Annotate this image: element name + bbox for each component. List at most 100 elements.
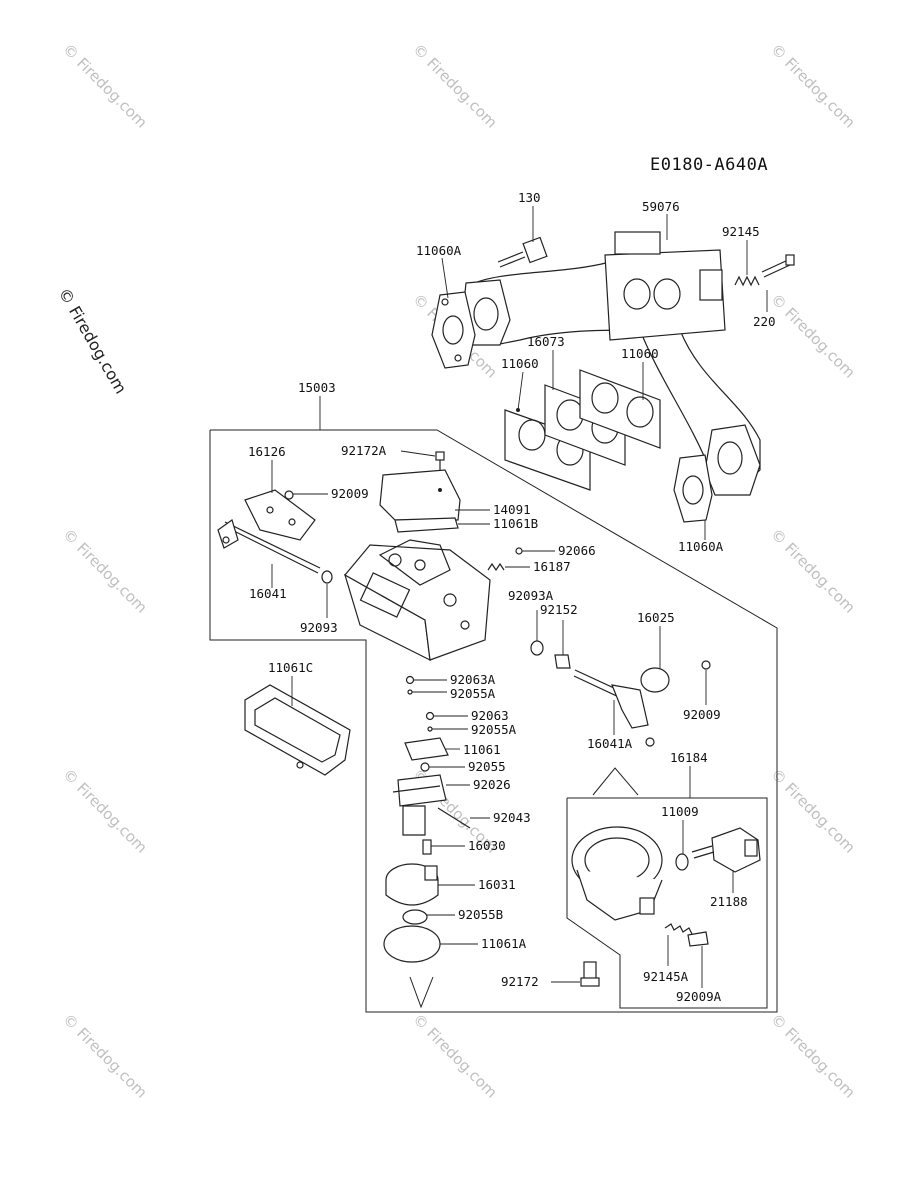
watermark: © Firedog.com xyxy=(59,525,151,617)
bushing-92152 xyxy=(554,654,571,669)
watermark-dark: © Firedog.com xyxy=(55,285,131,398)
label-11009: 11009 xyxy=(661,804,699,819)
float-group-pointer xyxy=(409,976,434,1009)
bowl-16184 xyxy=(571,826,663,921)
plate-16126 xyxy=(244,489,316,541)
assembly-frames xyxy=(209,429,778,1013)
label-16041: 16041 xyxy=(249,586,287,601)
carburetor-body xyxy=(343,539,491,662)
bowl-pointer xyxy=(592,767,639,796)
screw-92009-right xyxy=(701,660,711,670)
label-16073: 16073 xyxy=(527,334,565,349)
watermark: © Firedog.com xyxy=(767,290,859,382)
label-92026: 92026 xyxy=(473,777,511,792)
label-92009-right: 92009 xyxy=(683,707,721,722)
diagram-code: E0180-A640A xyxy=(650,155,768,175)
shaft-16041 xyxy=(217,519,321,574)
screw-16187 xyxy=(487,562,505,572)
label-92063A: 92063A xyxy=(450,672,496,687)
screw-92009A xyxy=(687,931,709,947)
label-11060-right: 11060 xyxy=(621,346,659,361)
gasket-11061A xyxy=(383,925,441,963)
label-220: 220 xyxy=(753,314,776,329)
seal-92093A xyxy=(530,640,544,656)
label-92172: 92172 xyxy=(501,974,539,989)
label-11060-left: 11060 xyxy=(501,356,539,371)
label-92093A: 92093A xyxy=(508,588,554,603)
label-92009-top: 92009 xyxy=(331,486,369,501)
oring-92055A-1 xyxy=(407,689,413,695)
label-16041A: 16041A xyxy=(587,736,633,751)
label-92055A-2: 92055A xyxy=(471,722,517,737)
label-16126: 16126 xyxy=(248,444,286,459)
part-labels: 130 59076 92145 11060A 220 16073 11060 1… xyxy=(248,190,776,1004)
label-16184: 16184 xyxy=(670,750,708,765)
watermark: © Firedog.com xyxy=(767,525,859,617)
bolt-92172 xyxy=(580,961,600,987)
watermark: © Firedog.com xyxy=(767,765,859,857)
oring-92055A-2 xyxy=(427,726,433,732)
label-11060A-bottom: 11060A xyxy=(678,539,724,554)
gasket-11060A-bottom xyxy=(673,454,713,523)
choke-plate-16025 xyxy=(640,667,670,693)
label-21188: 21188 xyxy=(710,894,748,909)
label-92055: 92055 xyxy=(468,759,506,774)
label-11061C: 11061C xyxy=(268,660,313,675)
spring-92145A xyxy=(664,923,693,935)
label-11061B: 11061B xyxy=(493,516,538,531)
needle-92043 xyxy=(437,807,471,829)
bracket-14091 xyxy=(379,469,461,521)
label-92145A: 92145A xyxy=(643,969,689,984)
oring-11009 xyxy=(675,853,689,871)
stud-220 xyxy=(761,254,795,278)
label-130: 130 xyxy=(518,190,541,205)
label-92055B: 92055B xyxy=(458,907,503,922)
label-92043: 92043 xyxy=(493,810,531,825)
oring-92066 xyxy=(515,547,523,555)
label-92172A: 92172A xyxy=(341,443,387,458)
label-11060A-top: 11060A xyxy=(416,243,462,258)
gasket-11061B xyxy=(394,517,459,533)
watermark: © Firedog.com xyxy=(409,40,501,132)
jet-92063 xyxy=(425,711,435,721)
gasket-11061C xyxy=(244,684,351,776)
solenoid-21188 xyxy=(691,827,761,873)
label-92152: 92152 xyxy=(540,602,578,617)
gasket-11061 xyxy=(404,737,449,761)
label-11061: 11061 xyxy=(463,742,501,757)
label-59076: 59076 xyxy=(642,199,680,214)
label-92055A-1: 92055A xyxy=(450,686,496,701)
watermark: © Firedog.com xyxy=(59,765,151,857)
label-92063: 92063 xyxy=(471,708,509,723)
float-16030-body xyxy=(402,805,426,836)
label-14091: 14091 xyxy=(493,502,531,517)
spring-92145 xyxy=(734,275,760,287)
needle-valve-16030 xyxy=(422,839,432,855)
watermark: © Firedog.com xyxy=(59,40,151,132)
label-15003: 15003 xyxy=(298,380,336,395)
watermark: © Firedog.com xyxy=(767,1010,859,1102)
label-16025: 16025 xyxy=(637,610,675,625)
label-92093: 92093 xyxy=(300,620,338,635)
float-bowl-16031 xyxy=(385,863,439,906)
label-92009A: 92009A xyxy=(676,989,722,1004)
shaft-16041A xyxy=(573,669,655,747)
label-16031: 16031 xyxy=(478,877,516,892)
label-92145: 92145 xyxy=(722,224,760,239)
gasket-11060-right xyxy=(579,369,661,449)
watermark: © Firedog.com xyxy=(59,1010,151,1102)
float-pin-92026 xyxy=(392,774,447,807)
watermark: © Firedog.com xyxy=(409,1010,501,1102)
label-16030: 16030 xyxy=(468,838,506,853)
seal-92093 xyxy=(321,570,333,584)
gasket-11060A-top xyxy=(431,291,476,369)
leader-lines xyxy=(271,206,768,988)
jet-92063A xyxy=(405,675,415,685)
label-92066: 92066 xyxy=(558,543,596,558)
bolt-130 xyxy=(497,236,548,268)
screw-92009-top xyxy=(284,490,294,500)
oring-92055B xyxy=(402,909,428,925)
label-11061A: 11061A xyxy=(481,936,527,951)
label-16187: 16187 xyxy=(533,559,571,574)
